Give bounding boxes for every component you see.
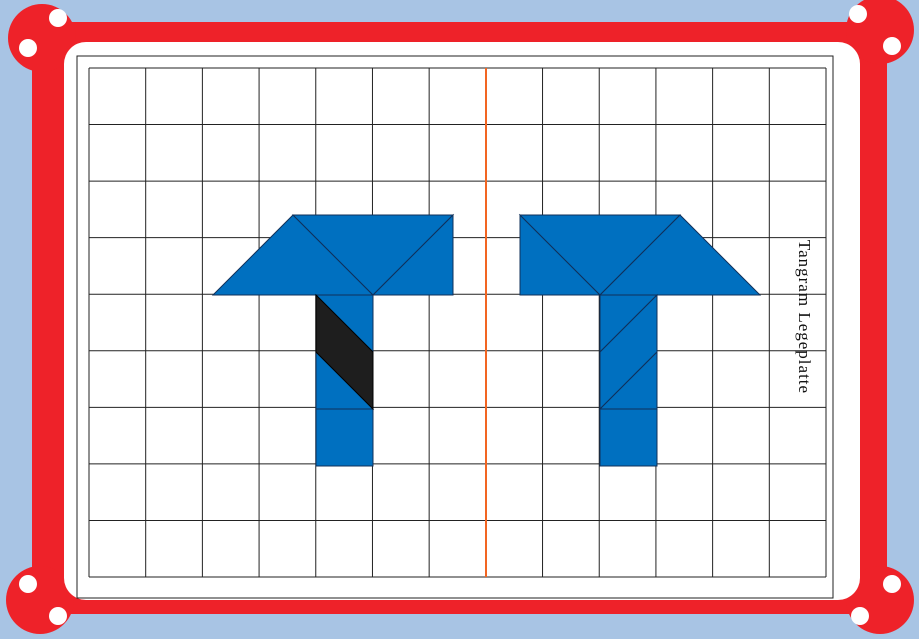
corner-hole-top-right-b xyxy=(883,37,901,55)
corner-hole-bottom-left-a xyxy=(19,575,37,593)
corner-hole-bottom-right-a xyxy=(883,575,901,593)
corner-hole-top-left-a xyxy=(49,9,67,27)
corner-hole-top-left-b xyxy=(19,39,37,57)
right-stem-square[interactable] xyxy=(600,409,657,466)
board-title: Tangram Legeplatte xyxy=(791,187,817,447)
corner-hole-top-right-a xyxy=(849,5,867,23)
corner-lug-bottom-left xyxy=(6,566,74,634)
corner-hole-bottom-right-b xyxy=(851,607,869,625)
board-surface xyxy=(64,42,860,600)
left-square-stem[interactable] xyxy=(316,409,373,466)
corner-hole-bottom-left-b xyxy=(49,607,67,625)
